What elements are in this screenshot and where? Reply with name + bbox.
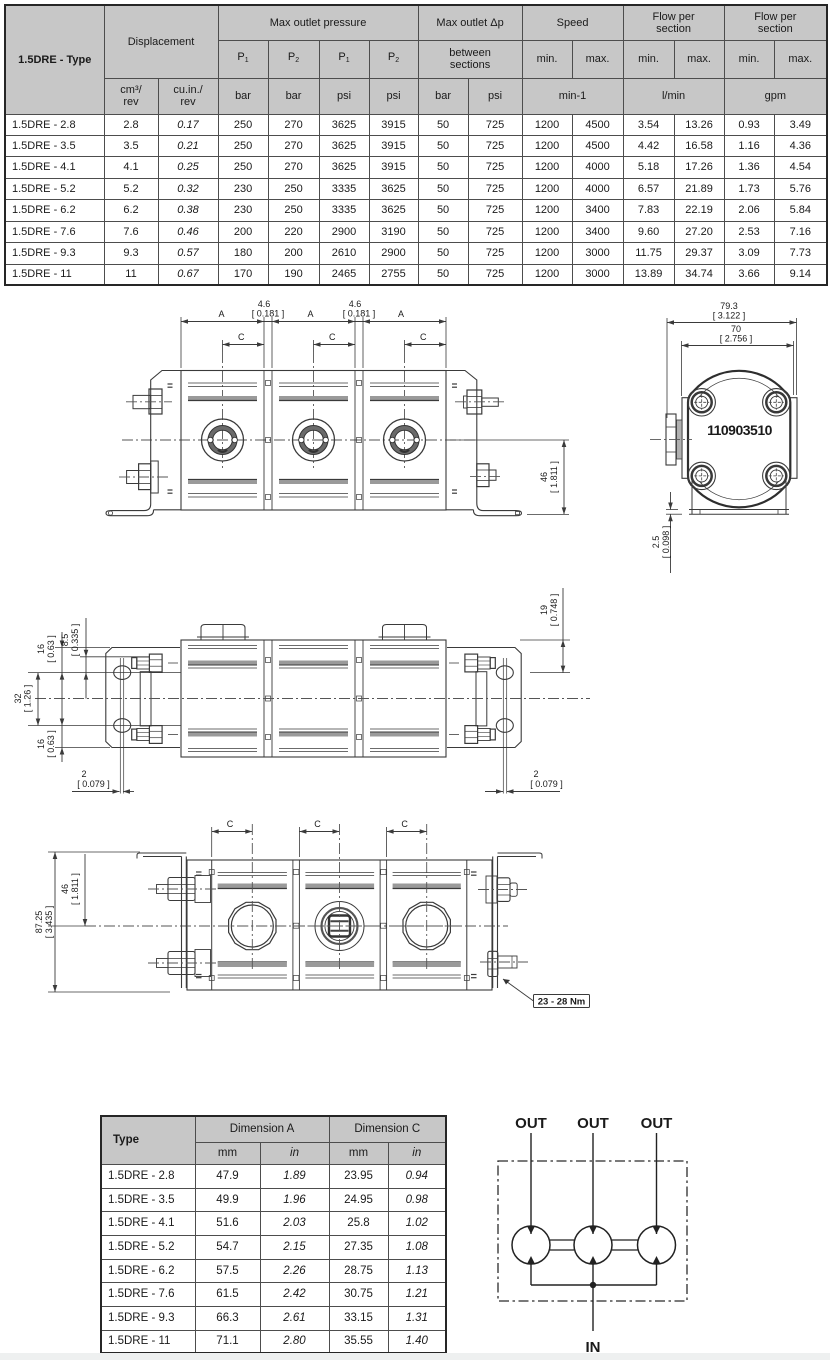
- svg-text:2.5: 2.5: [651, 536, 661, 549]
- svg-text:87.25: 87.25: [34, 911, 44, 934]
- svg-text:[ 0.079 ]: [ 0.079 ]: [77, 779, 110, 789]
- svg-text:46: 46: [539, 472, 549, 482]
- svg-text:A: A: [307, 309, 313, 319]
- svg-text:OUT: OUT: [515, 1115, 547, 1132]
- svg-text:C: C: [227, 819, 234, 829]
- svg-text:16: 16: [36, 739, 46, 749]
- svg-text:8.5: 8.5: [60, 634, 70, 647]
- svg-text:C: C: [314, 819, 321, 829]
- svg-text:C: C: [401, 819, 408, 829]
- svg-text:[ 2.756 ]: [ 2.756 ]: [720, 334, 753, 344]
- svg-text:4.6: 4.6: [258, 299, 271, 309]
- svg-text:[ 0.335 ]: [ 0.335 ]: [70, 624, 80, 657]
- svg-text:[ 0.181 ]: [ 0.181 ]: [252, 309, 285, 319]
- svg-text:A: A: [218, 309, 224, 319]
- svg-text:2: 2: [533, 769, 538, 779]
- svg-text:A: A: [398, 309, 404, 319]
- svg-text:4.6: 4.6: [349, 299, 362, 309]
- svg-text:C: C: [238, 332, 245, 342]
- svg-text:79.3: 79.3: [720, 301, 738, 311]
- svg-text:2: 2: [81, 769, 86, 779]
- svg-text:19: 19: [539, 605, 549, 615]
- svg-text:C: C: [420, 332, 427, 342]
- svg-text:[ 3.435 ]: [ 3.435 ]: [44, 906, 54, 939]
- svg-text:[ 0.63 ]: [ 0.63 ]: [46, 730, 56, 758]
- svg-text:16: 16: [36, 644, 46, 654]
- svg-text:23 - 28 Nm: 23 - 28 Nm: [538, 997, 586, 1008]
- svg-text:[ 0.63 ]: [ 0.63 ]: [46, 635, 56, 663]
- svg-text:C: C: [329, 332, 336, 342]
- svg-text:[ 3.122 ]: [ 3.122 ]: [713, 311, 746, 321]
- svg-text:[ 1.811 ]: [ 1.811 ]: [70, 873, 80, 905]
- svg-text:IN: IN: [586, 1339, 601, 1356]
- svg-text:OUT: OUT: [577, 1115, 609, 1132]
- svg-text:[ 0.098 ]: [ 0.098 ]: [661, 526, 671, 559]
- svg-text:[ 0.748 ]: [ 0.748 ]: [549, 594, 559, 627]
- svg-text:[ 0.079 ]: [ 0.079 ]: [530, 779, 563, 789]
- svg-text:46: 46: [60, 884, 70, 894]
- svg-text:OUT: OUT: [641, 1115, 673, 1132]
- svg-text:110903510: 110903510: [707, 422, 773, 438]
- svg-text:32: 32: [13, 693, 23, 703]
- svg-text:[ 1.26 ]: [ 1.26 ]: [23, 685, 33, 713]
- svg-text:[ 0.181 ]: [ 0.181 ]: [343, 309, 376, 319]
- svg-text:70: 70: [731, 324, 741, 334]
- svg-text:[ 1.811 ]: [ 1.811 ]: [549, 461, 559, 493]
